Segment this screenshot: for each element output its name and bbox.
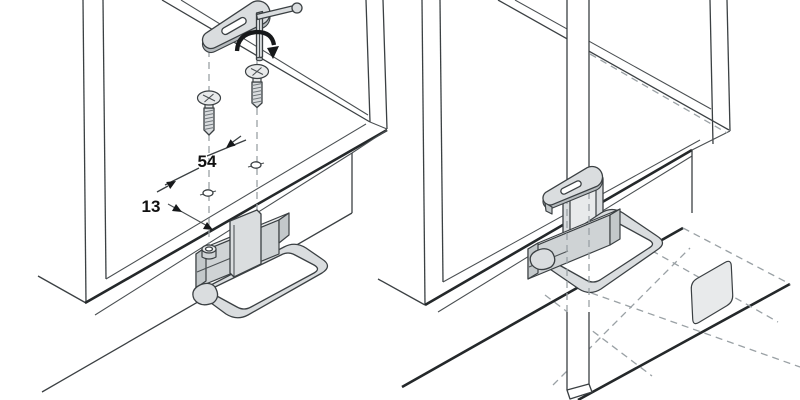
mounting-screw-left bbox=[196, 90, 222, 136]
door-bottom-edge bbox=[84, 128, 388, 305]
dim-arrowhead-near bbox=[172, 204, 182, 212]
side-wall-bottom-corner bbox=[377, 278, 426, 306]
hidden-edge-top bbox=[589, 53, 728, 134]
hidden-edge-mid bbox=[609, 226, 779, 323]
latch-assembly bbox=[527, 208, 664, 294]
rotation-arrow bbox=[234, 29, 279, 59]
edge-distance-label: 13 bbox=[142, 197, 161, 216]
dim-arrowhead bbox=[226, 139, 236, 148]
rotation-arc bbox=[234, 29, 277, 52]
counter-plate-slot bbox=[221, 16, 247, 36]
hex-key bbox=[255, 2, 303, 62]
side-wall-inner-edge bbox=[102, 0, 107, 280]
side-wall-inner-edge bbox=[439, 0, 444, 283]
latch-flap-plate bbox=[229, 209, 262, 278]
latch-boss-hole bbox=[204, 246, 214, 252]
hidden-diagonal bbox=[552, 247, 691, 386]
side-wall-outer-edge bbox=[421, 0, 426, 306]
hidden-edge-left-low bbox=[544, 294, 653, 377]
deck-right-hidden-edge bbox=[682, 227, 791, 285]
door-corner-joint bbox=[369, 121, 388, 130]
dim-arrow-tail2 bbox=[156, 185, 169, 193]
rotation-arrowhead bbox=[267, 46, 279, 59]
dim-arrowhead-edge bbox=[203, 222, 213, 230]
door-top-inner-edge bbox=[180, 0, 369, 116]
dim-arrowhead2 bbox=[166, 181, 176, 189]
door-bottom-edge bbox=[424, 148, 693, 307]
screw-threads bbox=[203, 109, 215, 130]
hex-key-ball-end bbox=[291, 2, 303, 14]
screw-threads bbox=[251, 83, 263, 104]
figure-installed-state bbox=[377, 0, 800, 400]
latch-body-right-face bbox=[609, 208, 621, 246]
pilot-hole-right bbox=[247, 161, 265, 169]
pull-handle-end-cap bbox=[529, 248, 556, 271]
side-wall-outer-edge bbox=[82, 0, 87, 304]
door-top-inner-edge bbox=[514, 0, 712, 110]
mounting-screw-right bbox=[244, 63, 270, 109]
side-wall-bottom-corner bbox=[37, 275, 87, 304]
pull-handle-end-cap bbox=[192, 282, 219, 306]
hidden-edge-low bbox=[579, 288, 800, 368]
cabinet-panel bbox=[37, 0, 388, 393]
counter-plate bbox=[201, 0, 271, 54]
hex-key-tip bbox=[255, 56, 264, 62]
door-top-edge bbox=[497, 0, 730, 131]
door-right-outer-edge bbox=[382, 0, 388, 130]
latch-assembly bbox=[192, 209, 329, 319]
figure-installation-step: 54 13 bbox=[37, 0, 388, 393]
door-top-edge bbox=[161, 0, 371, 123]
dim-slash-right bbox=[206, 139, 247, 157]
dimension-edge-distance: 13 bbox=[142, 197, 213, 230]
door-corner-joint bbox=[691, 130, 731, 151]
counter-plate-slot bbox=[560, 180, 582, 195]
door-right-inner-edge bbox=[709, 0, 714, 145]
pilot-hole-left bbox=[199, 189, 217, 197]
counter-plate bbox=[542, 165, 604, 215]
door-bottom-inner-edge bbox=[105, 123, 367, 280]
screw-drive-cross bbox=[250, 67, 264, 76]
latch-body-right-face bbox=[278, 212, 290, 244]
door-right-outer-edge bbox=[726, 0, 731, 132]
screw-drive-cross bbox=[202, 93, 216, 103]
door-front-band-edge bbox=[94, 152, 353, 316]
dimension-hole-spacing: 54 bbox=[156, 135, 247, 193]
hole-ellipse bbox=[202, 189, 214, 197]
hole-spacing-label: 54 bbox=[198, 152, 217, 171]
counter-plate-hook bbox=[544, 202, 553, 215]
strike-plate bbox=[690, 260, 734, 325]
post-bottom-face bbox=[566, 383, 593, 400]
deck-front-bottom-edge bbox=[577, 282, 791, 400]
door-right-inner-edge bbox=[365, 0, 371, 123]
hole-ellipse bbox=[250, 161, 262, 169]
band-corner-joint bbox=[351, 129, 388, 154]
